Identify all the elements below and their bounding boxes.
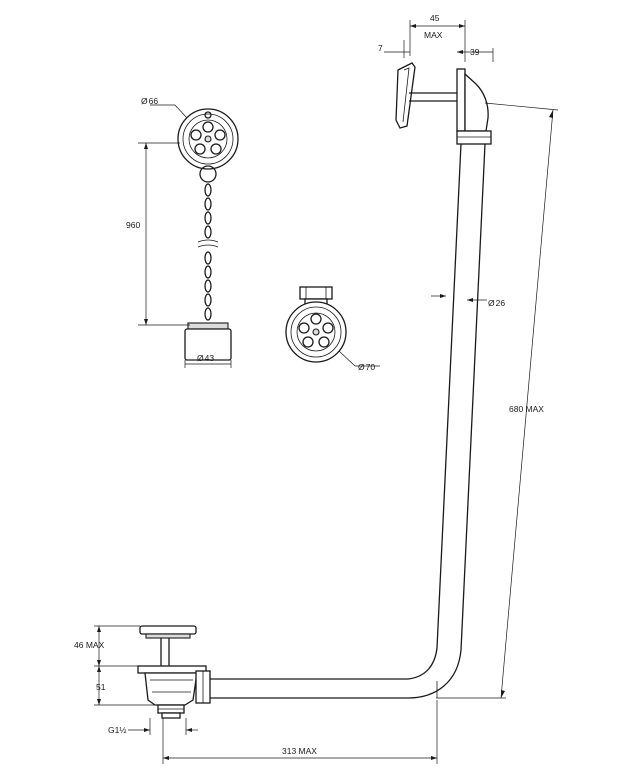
label-waste-height-max: 46 MAX — [74, 640, 105, 650]
overflow-head — [395, 62, 492, 145]
label-plate-thickness: 7 — [378, 43, 383, 53]
label-pipe-diameter: Ø26 — [488, 298, 505, 308]
dimension-labels: 7 45 MAX 39 Ø66 960 Ø43 Ø70 Ø26 680 MAX … — [74, 13, 544, 756]
label-height-max: 680 MAX — [509, 404, 544, 414]
label-max-depth-value: 45 — [430, 13, 440, 23]
label-plug-diameter: Ø66 — [141, 96, 158, 106]
label-outlet-diameter: Ø70 — [358, 362, 375, 372]
label-stopper-diameter: Ø43 — [197, 353, 214, 363]
label-overflow-offset: 39 — [470, 47, 480, 57]
label-max-depth-unit: MAX — [424, 30, 443, 40]
overflow-pipe — [210, 143, 486, 699]
label-length-max: 313 MAX — [282, 746, 317, 756]
dimension-lines — [94, 20, 559, 764]
plug-and-chain — [177, 108, 239, 361]
outlet-front-view — [285, 286, 347, 363]
label-waste-body-height: 51 — [96, 682, 106, 692]
label-thread-size: G1½ — [108, 725, 126, 735]
waste-fitting — [137, 625, 211, 719]
label-chain-length: 960 — [126, 220, 140, 230]
